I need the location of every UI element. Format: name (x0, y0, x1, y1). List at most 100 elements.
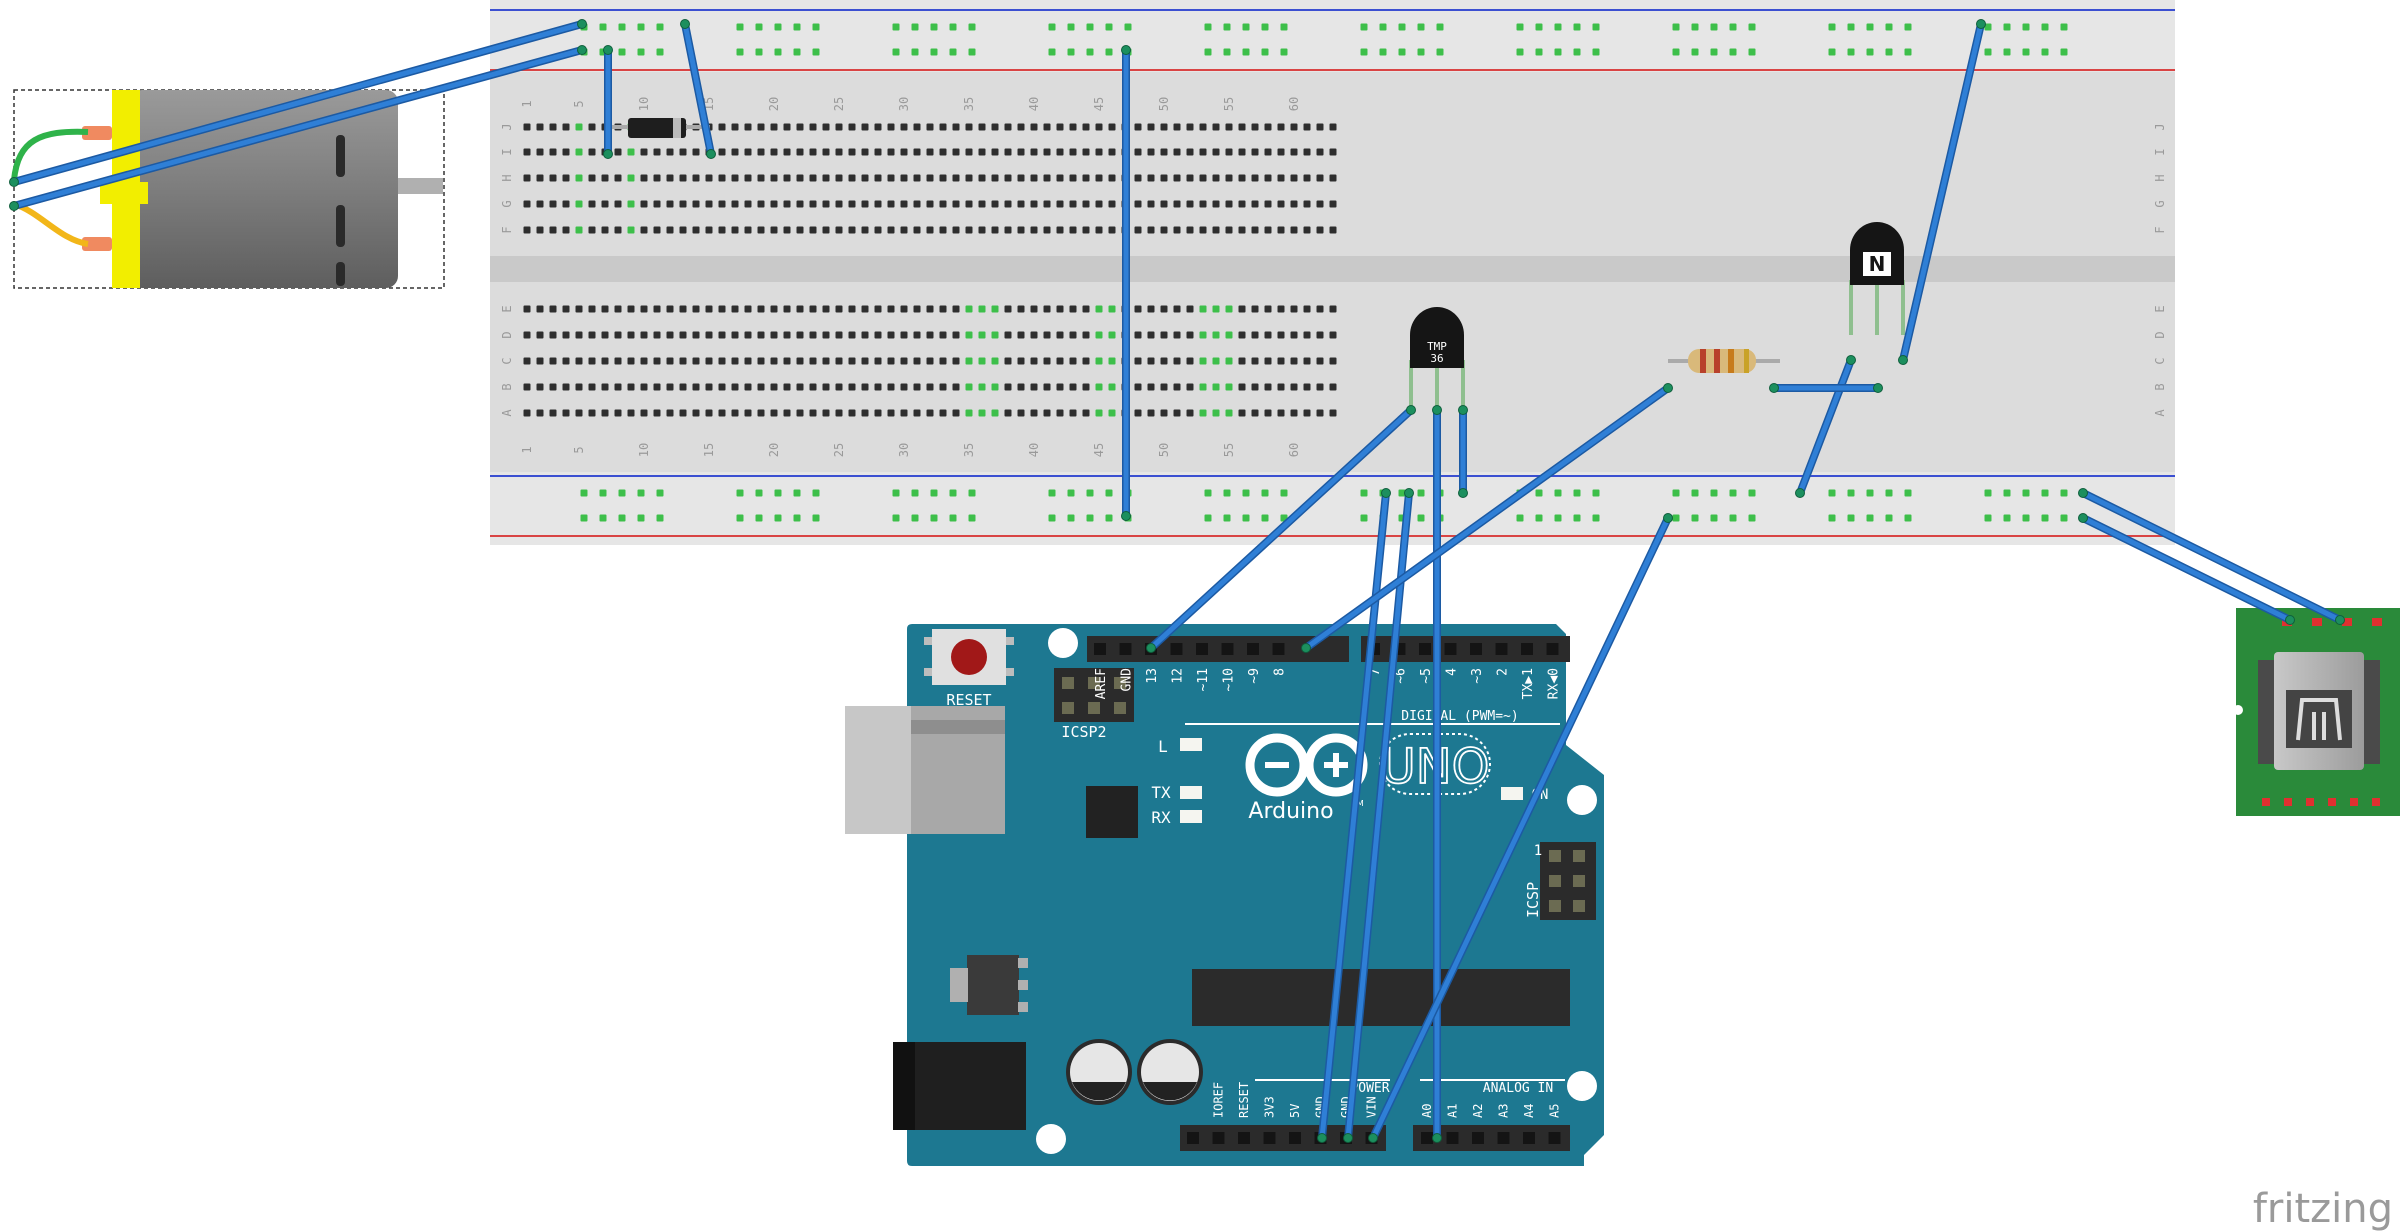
rail-hole (2041, 514, 2049, 522)
power-pin-socket[interactable] (1212, 1132, 1225, 1144)
breadboard-hole (874, 123, 882, 131)
rail-to-usb-wire-2[interactable] (2078, 513, 2295, 625)
breadboard-hole (861, 200, 869, 208)
analog-pin-socket[interactable] (1548, 1132, 1561, 1144)
tmp36-gnd-wire[interactable] (1458, 405, 1468, 498)
breadboard-hole (1069, 123, 1077, 131)
reset-button[interactable] (924, 629, 1014, 685)
breadboard-hole (666, 200, 674, 208)
row-letter: E (2153, 305, 2167, 312)
breadboard-hole (1186, 226, 1194, 234)
power-pin-socket[interactable] (1187, 1132, 1199, 1144)
rail-to-usb-wire-1[interactable] (2078, 488, 2345, 625)
row-letter: H (500, 174, 514, 181)
row-letter: A (500, 409, 514, 417)
transistor-emitter-wire[interactable] (1795, 355, 1856, 498)
breadboard-hole (1160, 200, 1168, 208)
rail-to-vin-wire[interactable] (1368, 513, 1673, 1143)
analog-pin-socket[interactable] (1523, 1132, 1535, 1144)
rail-hole (2041, 48, 2049, 56)
digital-pin-socket[interactable] (1196, 643, 1208, 655)
breadboard-hole (1108, 331, 1116, 339)
diode-rail-wire[interactable] (603, 45, 613, 159)
breadboard-hole (1160, 174, 1168, 182)
rail-hole (1573, 48, 1581, 56)
breadboard-hole (1160, 226, 1168, 234)
tmp36-to-a0-wire[interactable] (1146, 405, 1416, 653)
breadboard-hole (848, 123, 856, 131)
breadboard-hole (1225, 174, 1233, 182)
breadboard-hole (848, 409, 856, 417)
transistor-base-jumper[interactable] (1769, 383, 1883, 393)
digital-pin-socket[interactable] (1419, 643, 1431, 655)
breadboard-hole (1134, 331, 1142, 339)
resistor-to-pin9-wire[interactable] (1301, 383, 1673, 653)
rail-hole (1261, 489, 1269, 497)
digital-pin-socket[interactable] (1470, 643, 1482, 655)
digital-pin-label: ~6 (1394, 668, 1409, 684)
digital-pin-socket[interactable] (1521, 643, 1533, 655)
column-number: 35 (962, 97, 976, 111)
rail-hole (1067, 514, 1075, 522)
tmp36-5v-wire[interactable] (1432, 405, 1442, 1143)
analog-pin-socket[interactable] (1421, 1132, 1433, 1144)
breadboard-hole (796, 123, 804, 131)
breadboard-hole (523, 226, 531, 234)
breadboard-hole (1069, 331, 1077, 339)
digital-pin-socket[interactable] (1247, 643, 1259, 655)
rail-hole (1885, 489, 1893, 497)
ground-bridge-wire[interactable] (1121, 45, 1131, 521)
breadboard-hole (588, 174, 596, 182)
rail-hole (1748, 48, 1756, 56)
rail-hole (930, 514, 938, 522)
breadboard-hole (1290, 174, 1298, 182)
breadboard-hole (978, 331, 986, 339)
breadboard-hole (549, 148, 557, 156)
digital-pin-socket[interactable] (1272, 643, 1285, 655)
breadboard-hole (1303, 174, 1311, 182)
rail-hole (1904, 48, 1912, 56)
digital-pin-socket[interactable] (1444, 643, 1457, 655)
digital-pin-socket[interactable] (1170, 643, 1183, 655)
breadboard-hole (1264, 123, 1272, 131)
row-letter: D (500, 331, 514, 338)
breadboard-hole (679, 383, 687, 391)
breadboard-hole (991, 383, 999, 391)
digital-pin-socket[interactable] (1221, 643, 1234, 655)
analog-pin-socket[interactable] (1446, 1132, 1459, 1144)
breadboard-hole (1329, 226, 1337, 234)
power-pin-socket[interactable] (1263, 1132, 1276, 1144)
breadboard-hole (757, 357, 765, 365)
digital-pin-socket[interactable] (1495, 643, 1508, 655)
breadboard-hole (809, 331, 817, 339)
column-number: 25 (832, 443, 846, 457)
breadboard-hole (783, 148, 791, 156)
column-number: 10 (637, 443, 651, 457)
column-number: 5 (572, 100, 586, 107)
breadboard-hole (666, 174, 674, 182)
transistor-collector-wire[interactable] (1898, 19, 1986, 365)
breadboard-hole (1264, 226, 1272, 234)
breadboard-hole (744, 331, 752, 339)
breadboard-hole (1134, 357, 1142, 365)
breadboard-hole (1056, 123, 1064, 131)
rail-to-gnd-wire[interactable] (1343, 488, 1414, 1143)
breadboard-hole (575, 226, 583, 234)
column-number: 45 (1092, 443, 1106, 457)
analog-pin-socket[interactable] (1472, 1132, 1484, 1144)
analog-pin-socket[interactable] (1497, 1132, 1510, 1144)
breadboard-hole (887, 383, 895, 391)
motor-to-rail-wire-1[interactable] (9, 19, 587, 187)
diode-to-transistor-wire[interactable] (680, 19, 716, 159)
breadboard-hole (1225, 226, 1233, 234)
breadboard-hole (978, 148, 986, 156)
digital-pin-socket[interactable] (1094, 643, 1106, 655)
power-pin-socket[interactable] (1238, 1132, 1250, 1144)
analog-pin-label: A3 (1497, 1104, 1511, 1118)
motor-to-rail-wire-2[interactable] (9, 45, 587, 211)
power-pin-socket[interactable] (1289, 1132, 1301, 1144)
digital-pin-socket[interactable] (1119, 643, 1132, 655)
breadboard-hole (874, 200, 882, 208)
breadboard-hole (627, 305, 635, 313)
digital-pin-socket[interactable] (1546, 643, 1559, 655)
